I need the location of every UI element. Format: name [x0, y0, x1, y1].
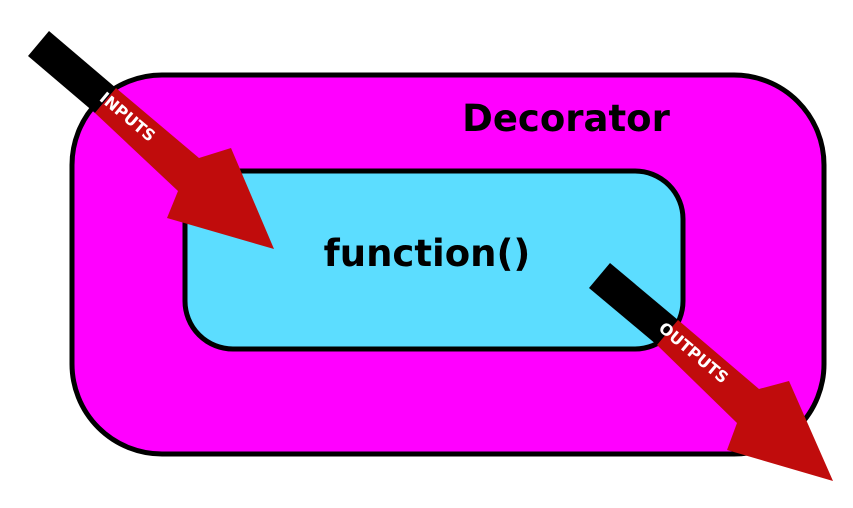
- outputs-arrow-body: [657, 320, 833, 481]
- function-label: function(): [324, 232, 531, 275]
- outputs-arrow-tail: [589, 263, 678, 345]
- function-box: function(): [182, 168, 686, 352]
- inputs-arrow-body: [95, 88, 274, 249]
- decorator-label: Decorator: [462, 97, 670, 140]
- inputs-arrow-tail: [28, 31, 116, 113]
- function-box-shape: [182, 168, 686, 352]
- inputs-arrow: INPUTS: [28, 31, 274, 249]
